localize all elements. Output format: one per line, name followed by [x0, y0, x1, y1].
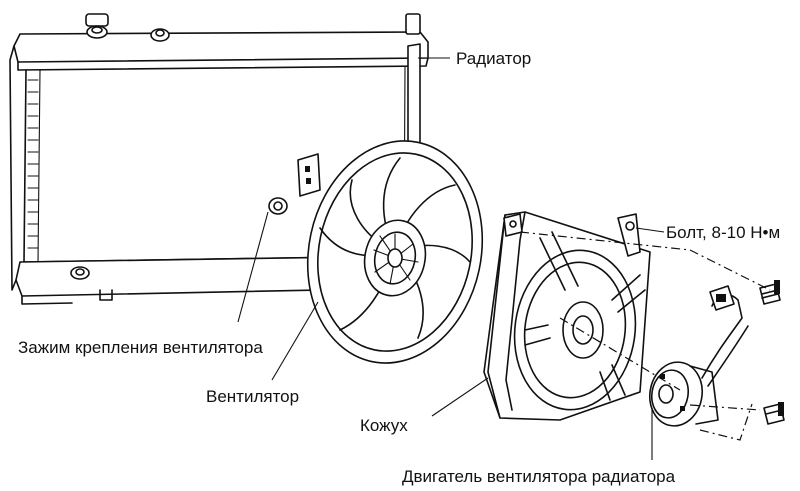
label-fan: Вентилятор — [206, 387, 299, 406]
label-fan-clip: Зажим крепления вентилятора — [18, 338, 263, 357]
label-shroud: Кожух — [360, 416, 408, 435]
bolt-lower — [763, 402, 785, 425]
radiator-mount-bracket — [297, 153, 321, 197]
fan-clip — [268, 197, 288, 215]
fan-motor — [648, 285, 749, 427]
label-motor: Двигатель вентилятора радиатора — [402, 467, 676, 486]
label-radiator: Радиатор — [456, 49, 531, 68]
leader-lines — [237, 57, 665, 460]
radiator-core-fins — [27, 79, 39, 249]
label-bolt: Болт, 8-10 Н•м — [666, 223, 780, 242]
radiator-filler-cap — [85, 13, 421, 42]
bolt-upper — [759, 280, 781, 305]
fan-shroud — [483, 211, 651, 421]
fan — [306, 140, 484, 364]
assembly-centerlines — [519, 231, 771, 441]
